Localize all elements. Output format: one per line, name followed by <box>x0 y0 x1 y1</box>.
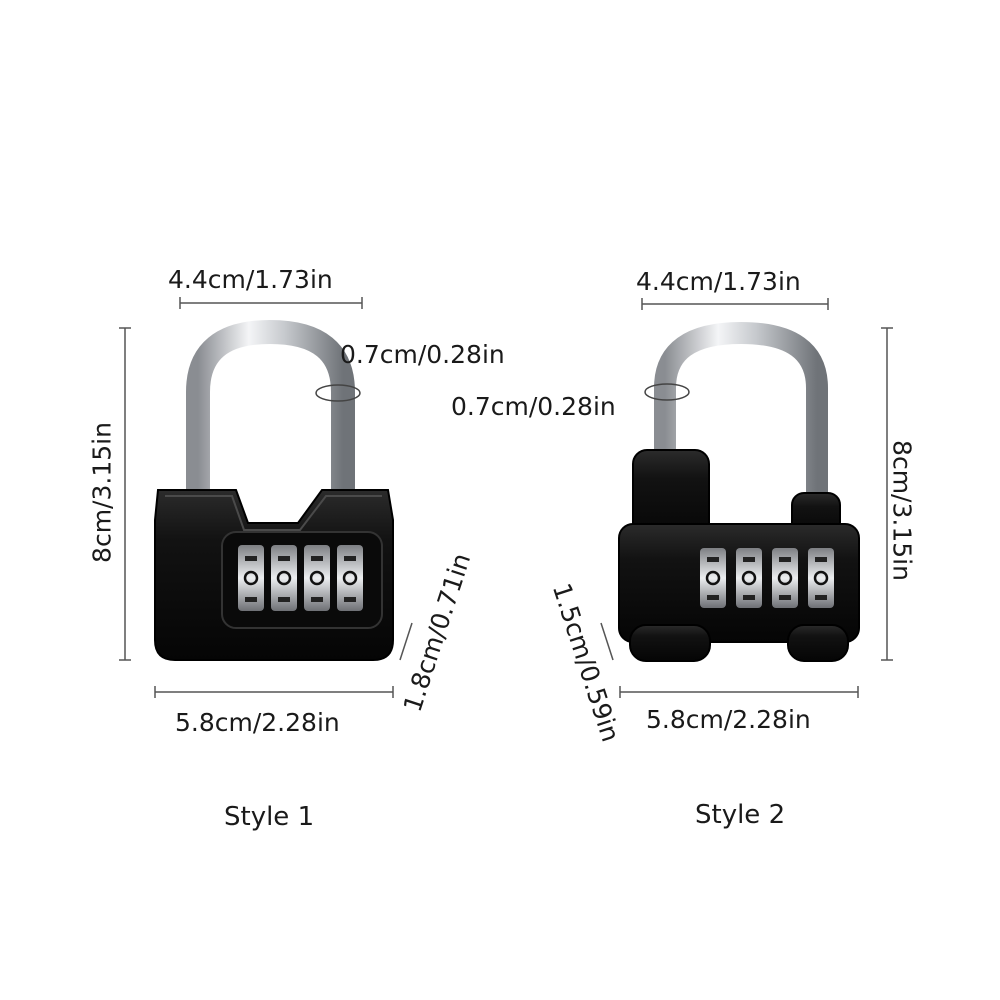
style1-width-label: 4.4cm/1.73in <box>168 265 333 294</box>
style1-dimension-lines <box>119 297 413 698</box>
style2-height-label: 8cm/3.15in <box>887 440 917 581</box>
style1-dials <box>238 545 363 611</box>
style2-shackle <box>654 321 828 500</box>
style2-dials <box>700 548 834 608</box>
style2-title: Style 2 <box>695 800 786 830</box>
style1-shackle-thickness-label: 0.7cm/0.28in <box>340 340 505 369</box>
style2-dimension-lines <box>600 298 893 698</box>
style1-body-width-label: 5.8cm/2.28in <box>175 708 340 737</box>
style2-shackle-thickness-label: 0.7cm/0.28in <box>451 392 616 421</box>
style1-padlock <box>154 319 394 661</box>
style1-title: Style 1 <box>224 802 315 832</box>
style2-padlock <box>618 321 860 662</box>
style2-body-width-label: 5.8cm/2.28in <box>646 705 811 734</box>
style1-shackle <box>186 319 355 500</box>
style1-height-label: 8cm/3.15in <box>87 422 117 563</box>
style2-width-label: 4.4cm/1.73in <box>636 267 801 296</box>
